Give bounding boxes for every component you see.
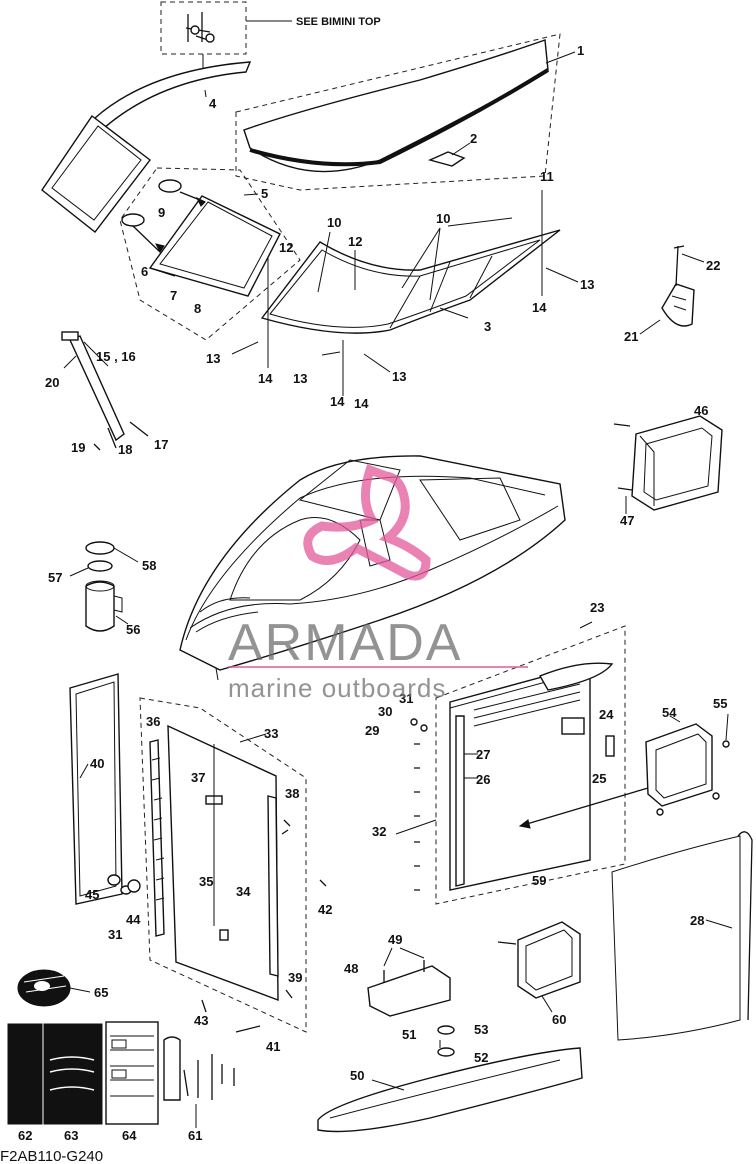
callout-13-center: 13 [392,369,406,384]
callout-40: 40 [90,756,104,771]
part-23-panel [395,621,649,905]
armada-watermark: ARMADA marine outboards [228,464,528,703]
callout-7: 7 [170,288,177,303]
callout-41: 41 [266,1039,280,1054]
watermark-tagline: marine outboards [228,673,446,703]
callout-55: 55 [713,696,727,711]
watermark-brand: ARMADA [228,614,462,672]
callout-37: 37 [191,770,205,785]
callout-56: 56 [126,622,140,637]
callout-4: 4 [209,96,217,111]
callout-labels: 1 2 3 4 5 6 7 8 9 10 10 11 12 12 13 13 1… [18,43,727,1143]
callout-34: 34 [236,884,251,899]
callout-65: 65 [94,985,108,1000]
part-54-box [645,713,730,816]
callout-14-left: 14 [258,371,273,386]
callout-36: 36 [146,714,160,729]
callout-13-right: 13 [580,277,594,292]
part-40-panel [69,673,123,905]
callout-58: 58 [142,558,156,573]
callout-25: 25 [592,771,606,786]
part-28-seal [611,831,753,1041]
callout-12-center: 12 [348,234,362,249]
callout-18: 18 [118,442,132,457]
callout-26: 26 [476,772,490,787]
callout-14-mid: 14 [330,394,345,409]
callout-57: 57 [48,570,62,585]
callout-10-right: 10 [436,211,450,226]
lower-parts [317,921,583,1133]
part-15-pole [61,331,149,451]
callout-1: 1 [577,43,584,58]
callout-35: 35 [199,874,213,889]
callout-43: 43 [194,1013,208,1028]
callout-31-lower: 31 [108,927,122,942]
callout-32: 32 [372,824,386,839]
callout-19: 19 [71,440,85,455]
callout-13-left: 13 [206,351,220,366]
callout-2: 2 [470,131,477,146]
callout-28: 28 [690,913,704,928]
callout-3: 3 [484,319,491,334]
callout-60: 60 [552,1012,566,1027]
callout-39: 39 [288,970,302,985]
callout-11: 11 [540,169,554,184]
callout-20: 20 [45,375,59,390]
callout-9: 9 [158,205,165,220]
callout-24: 24 [599,707,614,722]
callout-10-left: 10 [327,215,341,230]
accessory-items [7,969,235,1128]
part-4-frame [41,61,252,233]
callout-52: 52 [474,1050,488,1065]
callout-50: 50 [350,1068,364,1083]
callout-63: 63 [64,1128,78,1143]
callout-31-upper: 31 [399,691,413,706]
callout-15-16: 15 , 16 [96,349,136,364]
callout-29: 29 [365,723,379,738]
callout-14-right: 14 [532,300,547,315]
callout-51: 51 [402,1027,416,1042]
callout-48: 48 [344,961,358,976]
part-1-deck-cap [235,33,576,191]
callout-53: 53 [474,1022,488,1037]
callout-13-mid: 13 [293,371,307,386]
windshield-vent-group [119,167,301,341]
boat-hull [179,455,566,681]
part-21-cleat [639,245,705,335]
callout-6: 6 [141,264,148,279]
callout-49: 49 [388,932,402,947]
callout-27: 27 [476,747,490,762]
callout-21: 21 [624,329,638,344]
callout-8: 8 [194,301,201,316]
callout-54: 54 [662,705,677,720]
part-56-58-fittings [69,541,139,632]
see-bimini-note: SEE BIMINI TOP [296,16,381,28]
callout-62: 62 [18,1128,32,1143]
callout-46: 46 [694,403,708,418]
callout-44: 44 [126,912,141,927]
callout-22: 22 [706,258,720,273]
callout-33: 33 [264,726,278,741]
callout-30: 30 [378,704,392,719]
armada-logo-icon [303,464,431,581]
callout-42: 42 [318,902,332,917]
diagram-code: F2AB110-G240 [0,1148,103,1164]
bimini-reference: SEE BIMINI TOP [160,1,381,72]
callout-14-center: 14 [354,396,369,411]
callout-59: 59 [532,873,546,888]
callout-45: 45 [85,887,99,902]
part-46-storage-box [613,415,723,514]
callout-47: 47 [620,513,634,528]
callout-61: 61 [188,1128,202,1143]
callout-38: 38 [285,786,299,801]
callout-12-left: 12 [279,240,293,255]
callout-23: 23 [590,600,604,615]
part-3-windshield [231,190,579,396]
door-group-33 [107,697,327,1033]
callout-64: 64 [122,1128,137,1143]
callout-5: 5 [261,186,268,201]
callout-17: 17 [154,437,168,452]
